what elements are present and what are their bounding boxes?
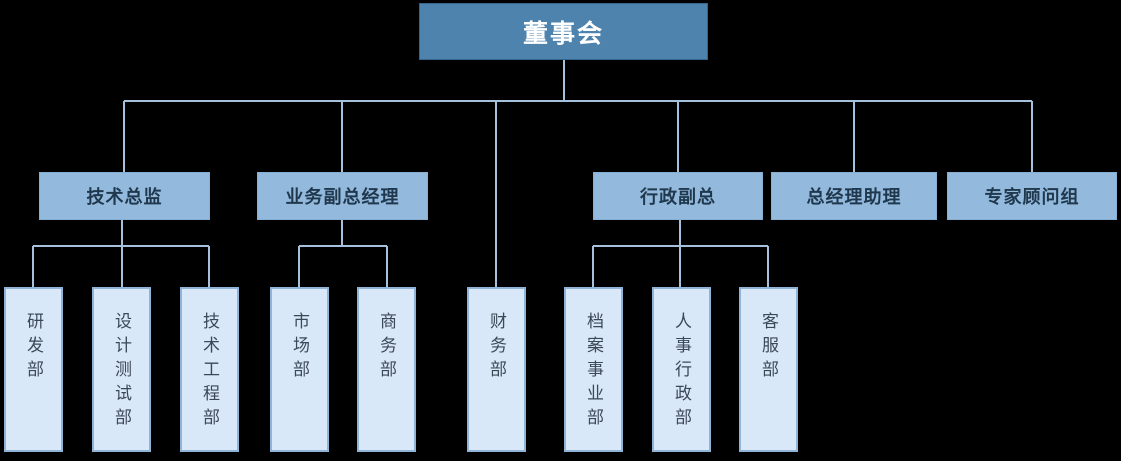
org-node-business-deputy-gm[interactable]: 业务副总经理 bbox=[257, 172, 428, 220]
org-node-finance-dept[interactable]: 财务部 bbox=[467, 287, 526, 452]
org-node-business-deputy-gm-label: 业务副总经理 bbox=[285, 187, 400, 207]
org-node-tech-engineering-dept-label: 技术工程部 bbox=[200, 312, 219, 432]
org-node-finance-dept-label: 财务部 bbox=[487, 312, 506, 384]
org-node-gm-assistant[interactable]: 总经理助理 bbox=[771, 172, 937, 220]
org-node-tech-engineering-dept[interactable]: 技术工程部 bbox=[180, 287, 239, 452]
org-node-rnd-dept[interactable]: 研发部 bbox=[4, 287, 63, 452]
org-node-tech-director[interactable]: 技术总监 bbox=[39, 172, 210, 220]
org-node-design-test-dept-label: 设计测试部 bbox=[112, 312, 131, 432]
org-node-design-test-dept[interactable]: 设计测试部 bbox=[92, 287, 151, 452]
org-node-expert-advisory-group[interactable]: 专家顾问组 bbox=[947, 172, 1117, 220]
org-node-board-label: 董事会 bbox=[522, 19, 604, 48]
org-node-rnd-dept-label: 研发部 bbox=[24, 312, 43, 384]
org-node-hr-admin-dept-label: 人事行政部 bbox=[672, 312, 691, 432]
org-node-marketing-dept-label: 市场部 bbox=[290, 312, 309, 384]
org-node-tech-director-label: 技术总监 bbox=[86, 187, 163, 207]
org-node-hr-admin-dept[interactable]: 人事行政部 bbox=[652, 287, 711, 452]
org-node-board[interactable]: 董事会 bbox=[419, 3, 708, 60]
org-node-archives-dept-label: 档案事业部 bbox=[584, 312, 603, 432]
org-node-commerce-dept-label: 商务部 bbox=[377, 312, 396, 384]
org-node-gm-assistant-label: 总经理助理 bbox=[806, 187, 902, 207]
org-node-commerce-dept[interactable]: 商务部 bbox=[357, 287, 416, 452]
org-node-customer-service-dept[interactable]: 客服部 bbox=[739, 287, 798, 452]
org-node-customer-service-dept-label: 客服部 bbox=[759, 312, 778, 384]
org-node-expert-advisory-group-label: 专家顾问组 bbox=[984, 187, 1080, 207]
org-node-admin-deputy-gm-label: 行政副总 bbox=[640, 187, 716, 207]
org-node-admin-deputy-gm[interactable]: 行政副总 bbox=[593, 172, 763, 220]
org-node-archives-dept[interactable]: 档案事业部 bbox=[564, 287, 623, 452]
org-node-marketing-dept[interactable]: 市场部 bbox=[270, 287, 329, 452]
